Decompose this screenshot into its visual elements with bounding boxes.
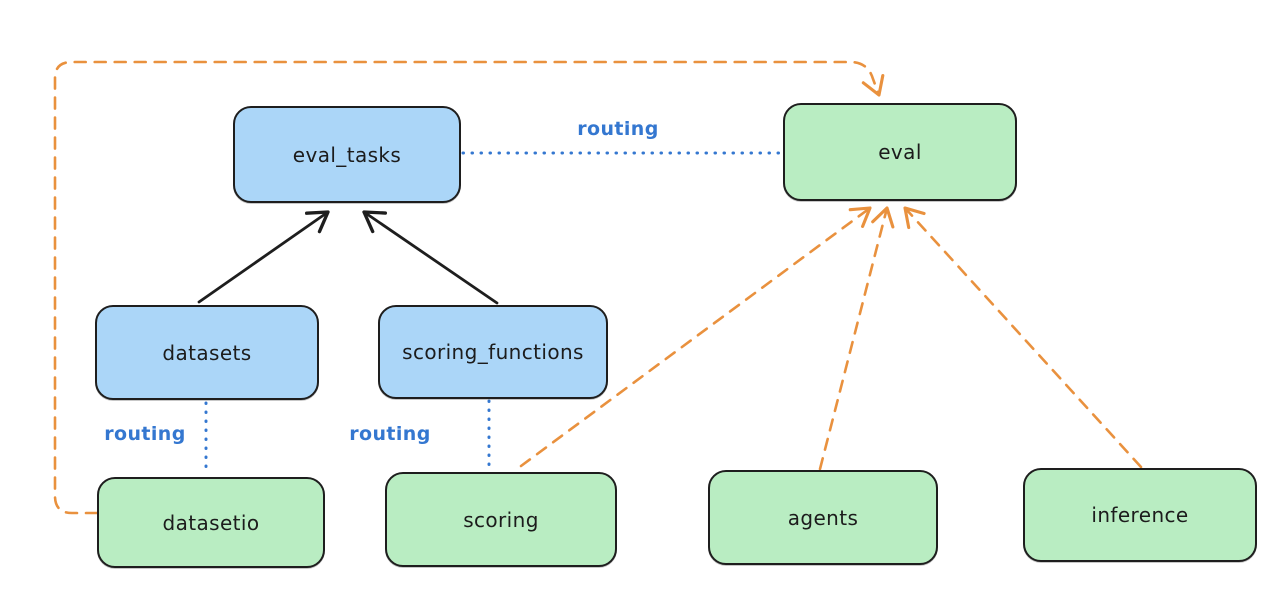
node-eval-tasks-label: eval_tasks [292,142,402,167]
node-agents: agents [708,470,938,565]
node-scoring: scoring [385,472,617,567]
edge-scoring-to-eval [519,206,872,468]
node-eval-label: eval [878,140,922,164]
edge-agents-to-eval [818,206,895,471]
node-datasetio: datasetio [97,477,325,568]
node-scoring-functions: scoring_functions [378,305,608,399]
node-datasets: datasets [95,305,319,400]
edge-scoring-functions-to-eval-tasks [362,210,499,305]
edge-label-routing-datasets-datasetio: routing [104,423,186,445]
node-eval-tasks: eval_tasks [233,106,461,203]
node-inference-label: inference [1091,503,1189,527]
node-datasetio-label: datasetio [162,510,260,535]
edge-datasets-to-eval-tasks [197,210,330,304]
node-eval: eval [783,103,1017,201]
edge-inference-to-eval [903,206,1143,469]
node-scoring-label: scoring [463,507,539,532]
node-scoring-functions-label: scoring_functions [402,340,584,364]
node-agents-label: agents [787,505,859,530]
node-inference: inference [1023,468,1257,562]
edge-label-routing-eval-tasks-eval: routing [577,118,659,140]
edge-label-routing-scoring-functions-scoring: routing [349,423,431,445]
node-datasets-label: datasets [162,340,252,365]
edge-datasetio-to-eval [53,60,885,515]
